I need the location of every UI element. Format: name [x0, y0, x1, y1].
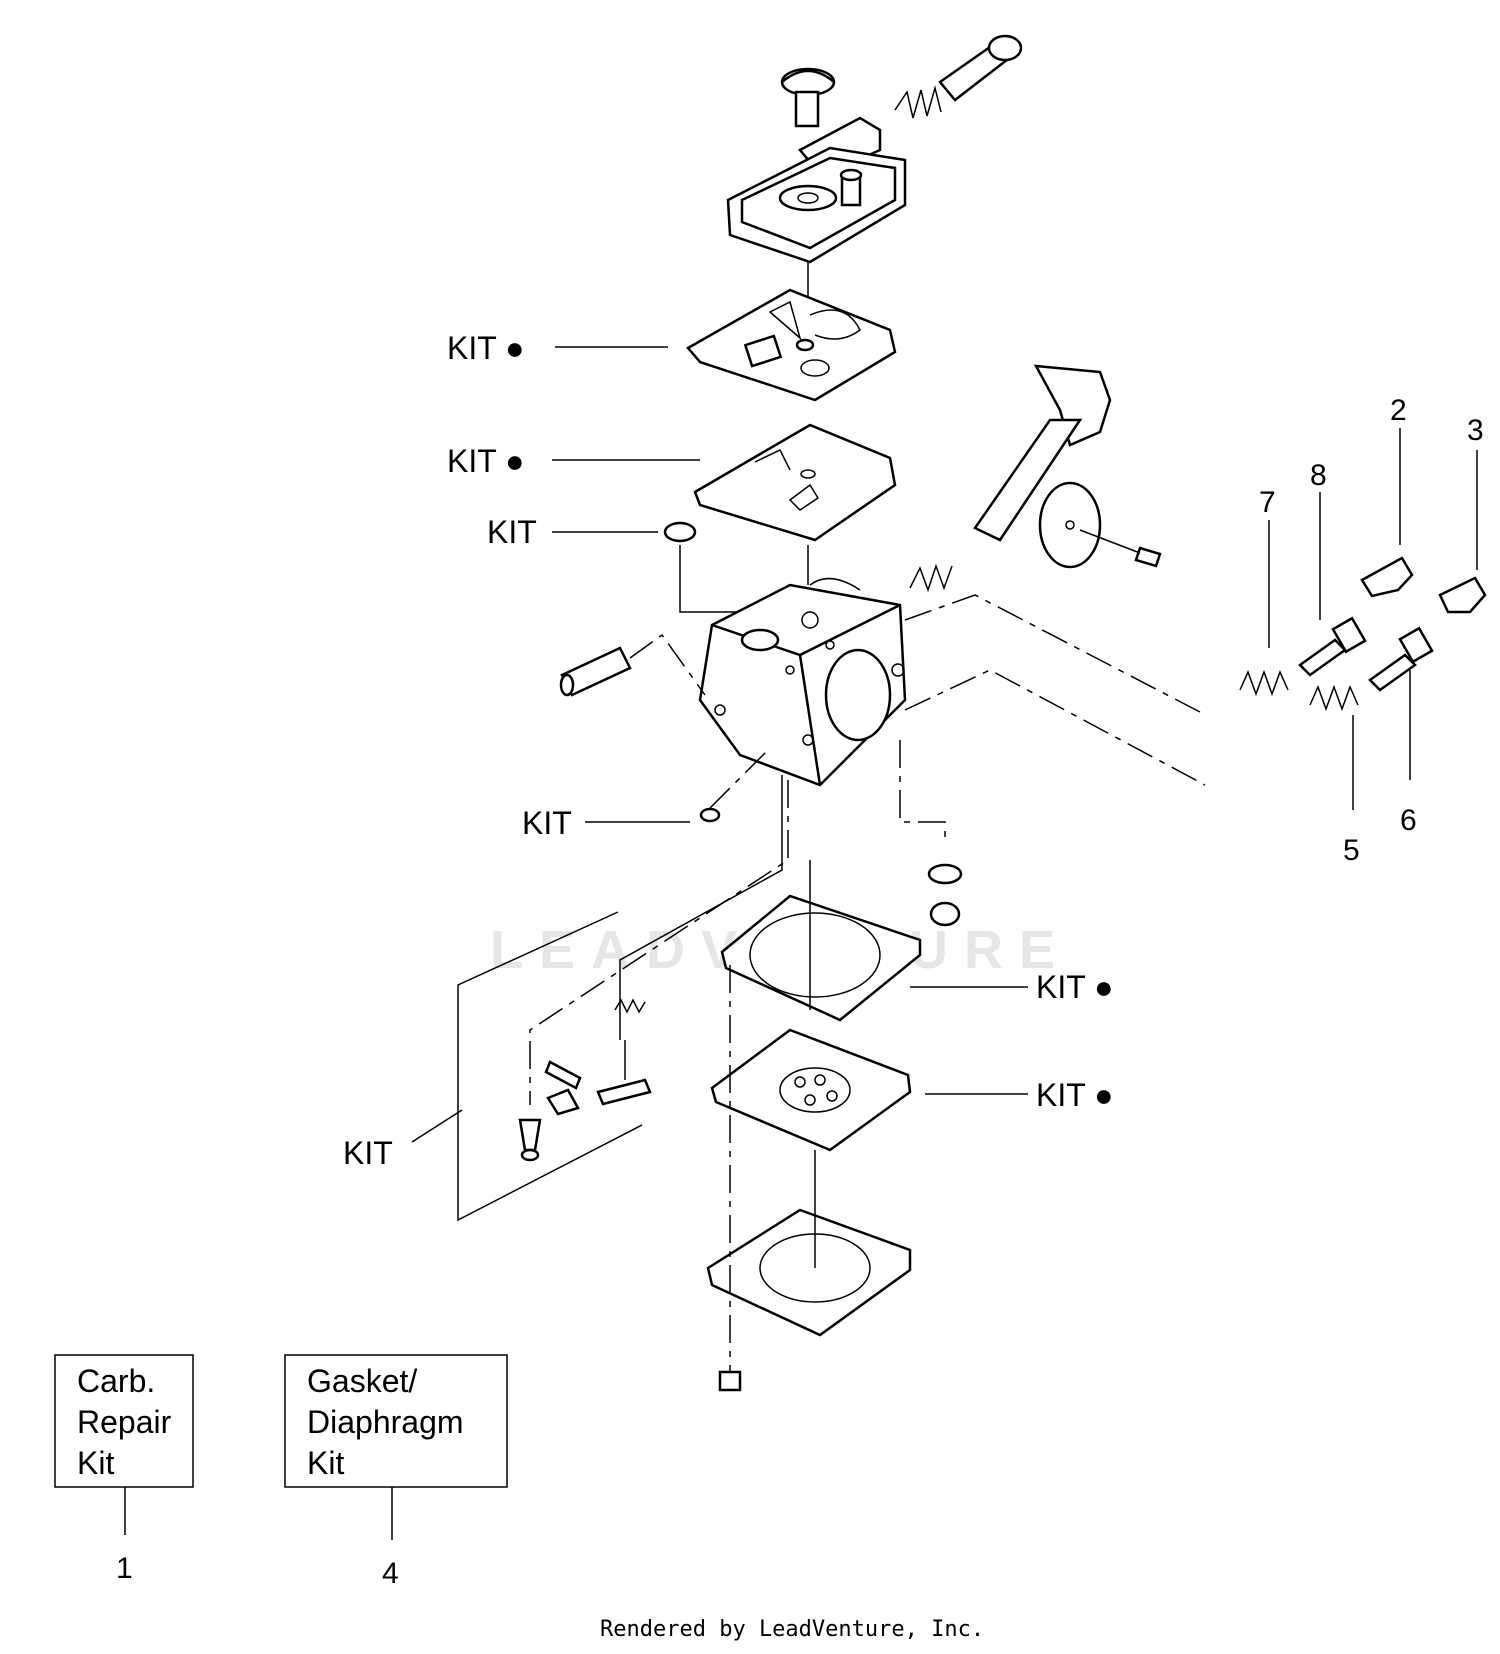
part-number-2: 2	[1390, 394, 1407, 427]
box-line: Carb.	[77, 1363, 155, 1399]
carb-repair-kit-box: Carb. Repair Kit 1	[54, 1354, 194, 1585]
part-number-1: 1	[116, 1552, 133, 1585]
part-number-6: 6	[1400, 804, 1417, 837]
pump-cover	[706, 1150, 912, 1337]
box-line: Kit	[307, 1445, 344, 1481]
top-cover-assembly	[726, 34, 1023, 312]
pump-diaphragm	[710, 1028, 912, 1152]
callout-kit-pump-gasket: KIT ●	[1036, 969, 1113, 1005]
box-line: Kit	[77, 1445, 114, 1481]
part-number-3: 3	[1467, 414, 1484, 447]
pin	[559, 633, 706, 697]
box-line: Gasket/	[307, 1363, 417, 1399]
check-valve-screen	[899, 740, 963, 927]
metering-gasket-lower	[693, 423, 897, 542]
metering-gasket-upper	[686, 288, 897, 402]
box-line: Diaphragm	[307, 1404, 464, 1440]
callout-kit-upper-gasket: KIT ●	[447, 330, 524, 366]
inlet-screen	[663, 521, 748, 613]
callout-kit-plug: KIT	[522, 805, 572, 841]
callout-kit-inlet-parts: KIT	[343, 1135, 393, 1171]
limiter-cap-2	[1360, 556, 1414, 598]
carburetor-body	[698, 545, 907, 787]
callout-kit-screen: KIT	[487, 514, 537, 550]
callout-kit-pump-diaphragm: KIT ●	[1036, 1077, 1113, 1113]
box-line: Repair	[77, 1404, 172, 1440]
inlet-needle-parts	[518, 775, 789, 1162]
part-number-8: 8	[1310, 459, 1327, 492]
limiter-cap-3	[1438, 576, 1487, 614]
idle-needle-assembly	[1239, 616, 1367, 697]
part-number-5: 5	[1343, 834, 1360, 867]
welch-plug	[699, 747, 771, 823]
gasket-diaphragm-kit-box: Gasket/ Diaphragm Kit 4	[284, 1354, 508, 1590]
kit-bracket	[457, 911, 643, 1222]
throttle-shaft-assembly	[909, 364, 1162, 593]
high-needle-assembly	[1309, 626, 1434, 712]
cover-screw	[718, 965, 742, 1392]
part-number-7: 7	[1259, 486, 1276, 519]
callout-kit-lower-gasket: KIT ●	[447, 443, 524, 479]
pump-gasket	[720, 860, 922, 1022]
part-number-4: 4	[382, 1557, 399, 1590]
footer-credit: Rendered by LeadVenture, Inc.	[600, 1617, 984, 1642]
